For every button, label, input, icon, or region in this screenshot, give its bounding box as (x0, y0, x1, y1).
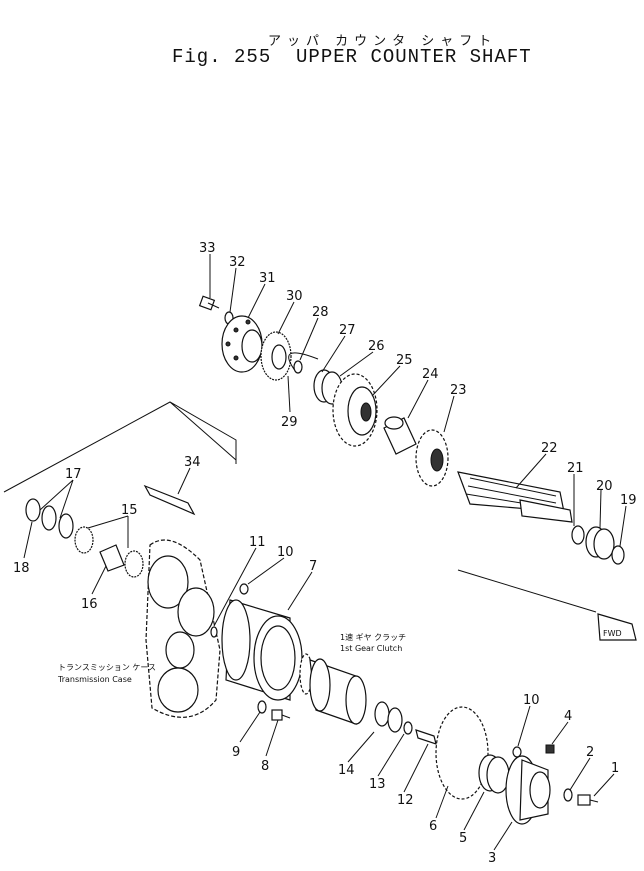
callout-4: 4 (564, 709, 572, 724)
transmission-case-label-jp: トランスミッション ケース (58, 663, 156, 672)
callout-8: 8 (261, 759, 269, 774)
callout-6: 6 (429, 819, 437, 834)
callout-32: 32 (229, 255, 246, 270)
bolt-8 (271, 709, 291, 721)
bolt-12 (415, 729, 437, 745)
callout-11: 11 (249, 535, 266, 550)
assembly-bracket-left (3, 401, 237, 493)
washer-21 (571, 525, 585, 545)
callout-34: 34 (184, 455, 201, 470)
callout-33: 33 (199, 241, 216, 256)
bearing-5 (478, 754, 510, 794)
gear-clutch-label-en: 1st Gear Clutch (340, 644, 402, 653)
gear-clutch-label-jp: 1速 ギヤ クラッチ (340, 633, 406, 642)
callout-20: 20 (596, 479, 613, 494)
shaft-22 (457, 471, 573, 523)
snap-ring-19 (611, 545, 625, 565)
callout-27: 27 (339, 323, 356, 338)
bolt-1 (577, 794, 599, 806)
transmission-case (145, 539, 221, 718)
leader-lines (23, 254, 627, 851)
housing-7 (221, 599, 303, 701)
callout-13: 13 (369, 777, 386, 792)
washer-28 (293, 360, 303, 374)
callout-5: 5 (459, 831, 467, 846)
spacer-24 (383, 416, 417, 455)
callout-10a: 10 (277, 545, 294, 560)
callout-26: 26 (368, 339, 385, 354)
needle-bearing-15a (74, 526, 94, 554)
callout-3: 3 (488, 851, 496, 866)
title-kana: アッパ カウンタ シャフト (268, 34, 498, 49)
sleeve-16 (99, 544, 125, 572)
fwd-arrow (597, 613, 637, 641)
o-ring-10b (512, 746, 522, 758)
bearing-20 (585, 526, 615, 560)
washer-9 (257, 700, 267, 714)
washer-2 (563, 788, 573, 802)
callout-1: 1 (611, 761, 619, 776)
snap-ring-29 (288, 352, 319, 373)
needle-bearing-15b (124, 550, 144, 578)
callout-7: 7 (309, 559, 317, 574)
callout-23: 23 (450, 383, 467, 398)
retainer-3 (505, 755, 551, 825)
callout-18: 18 (13, 561, 30, 576)
pin-34 (143, 484, 196, 516)
callout-17: 17 (65, 467, 82, 482)
callout-25: 25 (396, 353, 413, 368)
seal-17b (58, 513, 74, 539)
cover-31 (221, 315, 263, 373)
callout-9: 9 (232, 745, 240, 760)
callout-16: 16 (81, 597, 98, 612)
gear-ring-6 (435, 706, 489, 800)
o-ring-11 (210, 626, 218, 638)
gear-clutch (299, 653, 367, 725)
seal-17a (41, 505, 57, 531)
callout-29: 29 (281, 415, 298, 430)
callout-31: 31 (259, 271, 276, 286)
callout-24: 24 (422, 367, 439, 382)
callout-19: 19 (620, 493, 637, 508)
washer-18 (25, 498, 41, 522)
ring-14a (374, 701, 390, 727)
bolt-33 (198, 295, 220, 311)
callout-22: 22 (541, 441, 558, 456)
transmission-case-label-en: Transmission Case (57, 675, 132, 684)
callout-14: 14 (338, 763, 355, 778)
o-ring-10a (239, 583, 249, 595)
figure-title: Fig. 255 UPPER COUNTER SHAFT (172, 46, 532, 68)
callout-10b: 10 (523, 693, 540, 708)
callout-15: 15 (121, 503, 138, 518)
bearing-27 (313, 369, 343, 405)
callouts: 33 32 31 30 28 27 26 25 24 23 29 22 21 2… (13, 241, 637, 866)
callout-2: 2 (586, 745, 594, 760)
assembly-bracket-right (457, 569, 597, 613)
shim-30 (260, 331, 292, 381)
gear-23 (415, 429, 449, 487)
callout-30: 30 (286, 289, 303, 304)
washer-13 (403, 721, 413, 735)
fwd-label: FWD (603, 629, 622, 638)
callout-12: 12 (397, 793, 414, 808)
callout-28: 28 (312, 305, 329, 320)
plug-4 (545, 744, 555, 754)
figure-name: UPPER COUNTER SHAFT (296, 46, 532, 68)
figure-number: Fig. 255 (172, 46, 272, 68)
callout-21: 21 (567, 461, 584, 476)
ring-14b (387, 707, 403, 733)
gear-26 (332, 373, 378, 447)
